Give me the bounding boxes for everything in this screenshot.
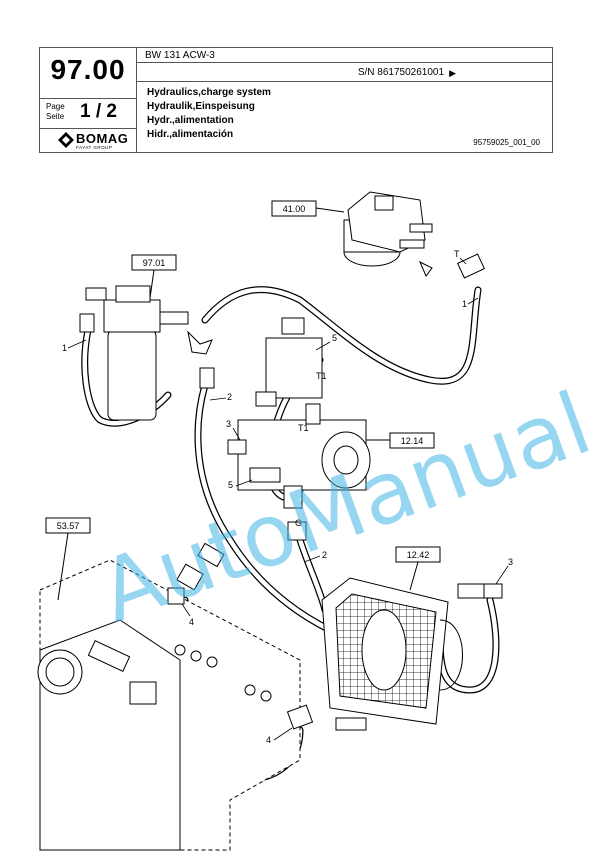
motor-assembly <box>343 191 433 277</box>
ref-box-41-00: 41.00 <box>271 200 345 217</box>
rule-page-code <box>40 98 136 99</box>
callout-2-top: 2 <box>227 392 232 402</box>
rule-page-number <box>40 128 136 129</box>
callout-1-left: 1 <box>62 343 67 353</box>
callout-3-right: 3 <box>508 557 513 567</box>
ref-box-97-01: 97.01 <box>131 254 177 299</box>
hydraulic-tank <box>37 559 301 851</box>
title-es: Hidr.,alimentación <box>147 129 234 140</box>
callout-1-right: 1 <box>462 299 467 309</box>
page-label-en: Page <box>46 102 65 111</box>
pump-assembly <box>227 317 371 509</box>
brand-name: BOMAG <box>76 131 129 146</box>
callout-4-left: 4 <box>189 617 194 627</box>
ref-box-53-57: 53.57 <box>45 517 91 601</box>
callout-t-top: T <box>454 249 460 259</box>
brand-logo: BOMAG FAYAT GROUP <box>40 128 136 154</box>
rule-model <box>136 62 552 63</box>
callout-3-left: 3 <box>226 419 231 429</box>
title-fr: Hydr.,alimentation <box>147 115 234 126</box>
ref-box-12-14: 12.14 <box>366 432 435 449</box>
callout-5-left: 5 <box>228 480 233 490</box>
title-de: Hydraulik,Einspeisung <box>147 101 255 112</box>
ref-box-12-42: 12.42 <box>395 546 441 591</box>
svg-text:97.01: 97.01 <box>143 258 166 268</box>
fittings <box>167 253 503 731</box>
serial-arrow-icon: ▶ <box>449 68 456 78</box>
page-number: 1 / 2 <box>80 101 117 122</box>
callout-labels: T 1 1 2 3 5 T1 T1 5 G 2 3 4 4 <box>62 249 513 745</box>
callout-t1-a: T1 <box>316 371 327 381</box>
svg-text:53.57: 53.57 <box>57 521 80 531</box>
brand-subtitle: FAYAT GROUP <box>76 145 113 150</box>
model-name: BW 131 ACW-3 <box>145 50 215 61</box>
title-en: Hydraulics,charge system <box>147 87 271 98</box>
title-block-divider <box>136 48 137 152</box>
title-block: 97.00 Page Seite 1 / 2 BOMAG FAYAT GROUP… <box>39 47 553 153</box>
callout-5-top: 5 <box>332 333 337 343</box>
svg-text:12.14: 12.14 <box>401 436 424 446</box>
page-code: 97.00 <box>50 54 126 85</box>
oil-cooler <box>321 577 487 725</box>
callout-4-bottom: 4 <box>266 735 271 745</box>
page-label-de: Seite <box>46 112 65 121</box>
document-number: 95759025_001_00 <box>473 138 540 147</box>
serial-number: S/N 861750261001 <box>357 67 444 78</box>
callout-2-mid: 2 <box>322 550 327 560</box>
svg-text:12.42: 12.42 <box>407 550 430 560</box>
rule-serial <box>136 81 552 82</box>
bomag-diamond-icon <box>58 132 74 148</box>
svg-text:41.00: 41.00 <box>283 204 306 214</box>
callout-g: G <box>295 518 302 528</box>
callout-t1-b: T1 <box>298 423 309 433</box>
filter-assembly <box>79 285 213 421</box>
